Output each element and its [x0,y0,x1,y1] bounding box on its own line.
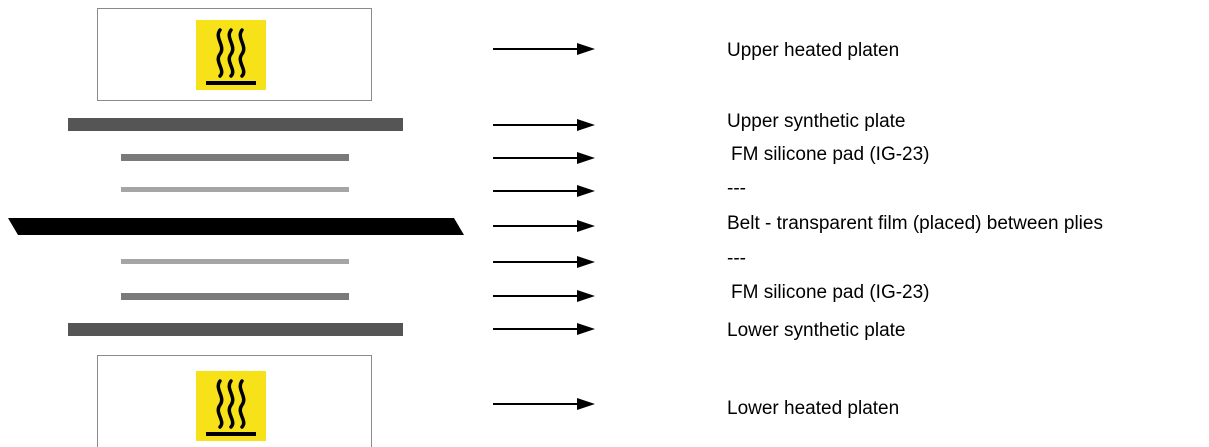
arrow-icon-lower-separator [493,256,595,268]
label-lower-separator: --- [727,248,746,269]
arrow-icon-lower-synthetic-plate [493,323,595,335]
label-lower-synthetic-plate: Lower synthetic plate [727,320,906,341]
lower-synthetic-plate [68,323,403,336]
arrow-icon-upper-heated-platen [493,43,595,55]
lower-separator-film [121,259,349,264]
upper-silicone-pad [121,154,349,161]
upper-separator-film [121,187,349,192]
arrow-icon-belt [493,220,595,232]
belt-transparent-film [8,218,464,235]
lower-silicone-pad [121,293,349,300]
hot-surface-icon [196,371,266,441]
label-upper-synthetic-plate: Upper synthetic plate [727,111,906,132]
arrow-icon-upper-silicone-pad [493,152,595,164]
upper-synthetic-plate [68,118,403,131]
arrow-icon-upper-separator [493,185,595,197]
arrow-icon-lower-heated-platen [493,398,595,410]
label-upper-heated-platen: Upper heated platen [727,40,900,61]
upper-heated-platen [97,8,372,101]
hot-surface-icon [196,20,266,90]
label-lower-silicone-pad: FM silicone pad (IG-23) [731,282,930,303]
arrow-icon-lower-silicone-pad [493,290,595,302]
label-belt: Belt - transparent film (placed) between… [727,213,1103,234]
label-upper-silicone-pad: FM silicone pad (IG-23) [731,144,930,165]
lower-heated-platen [97,355,372,447]
label-lower-heated-platen: Lower heated platen [727,398,900,419]
label-upper-separator: --- [727,178,746,199]
arrow-icon-upper-synthetic-plate [493,119,595,131]
